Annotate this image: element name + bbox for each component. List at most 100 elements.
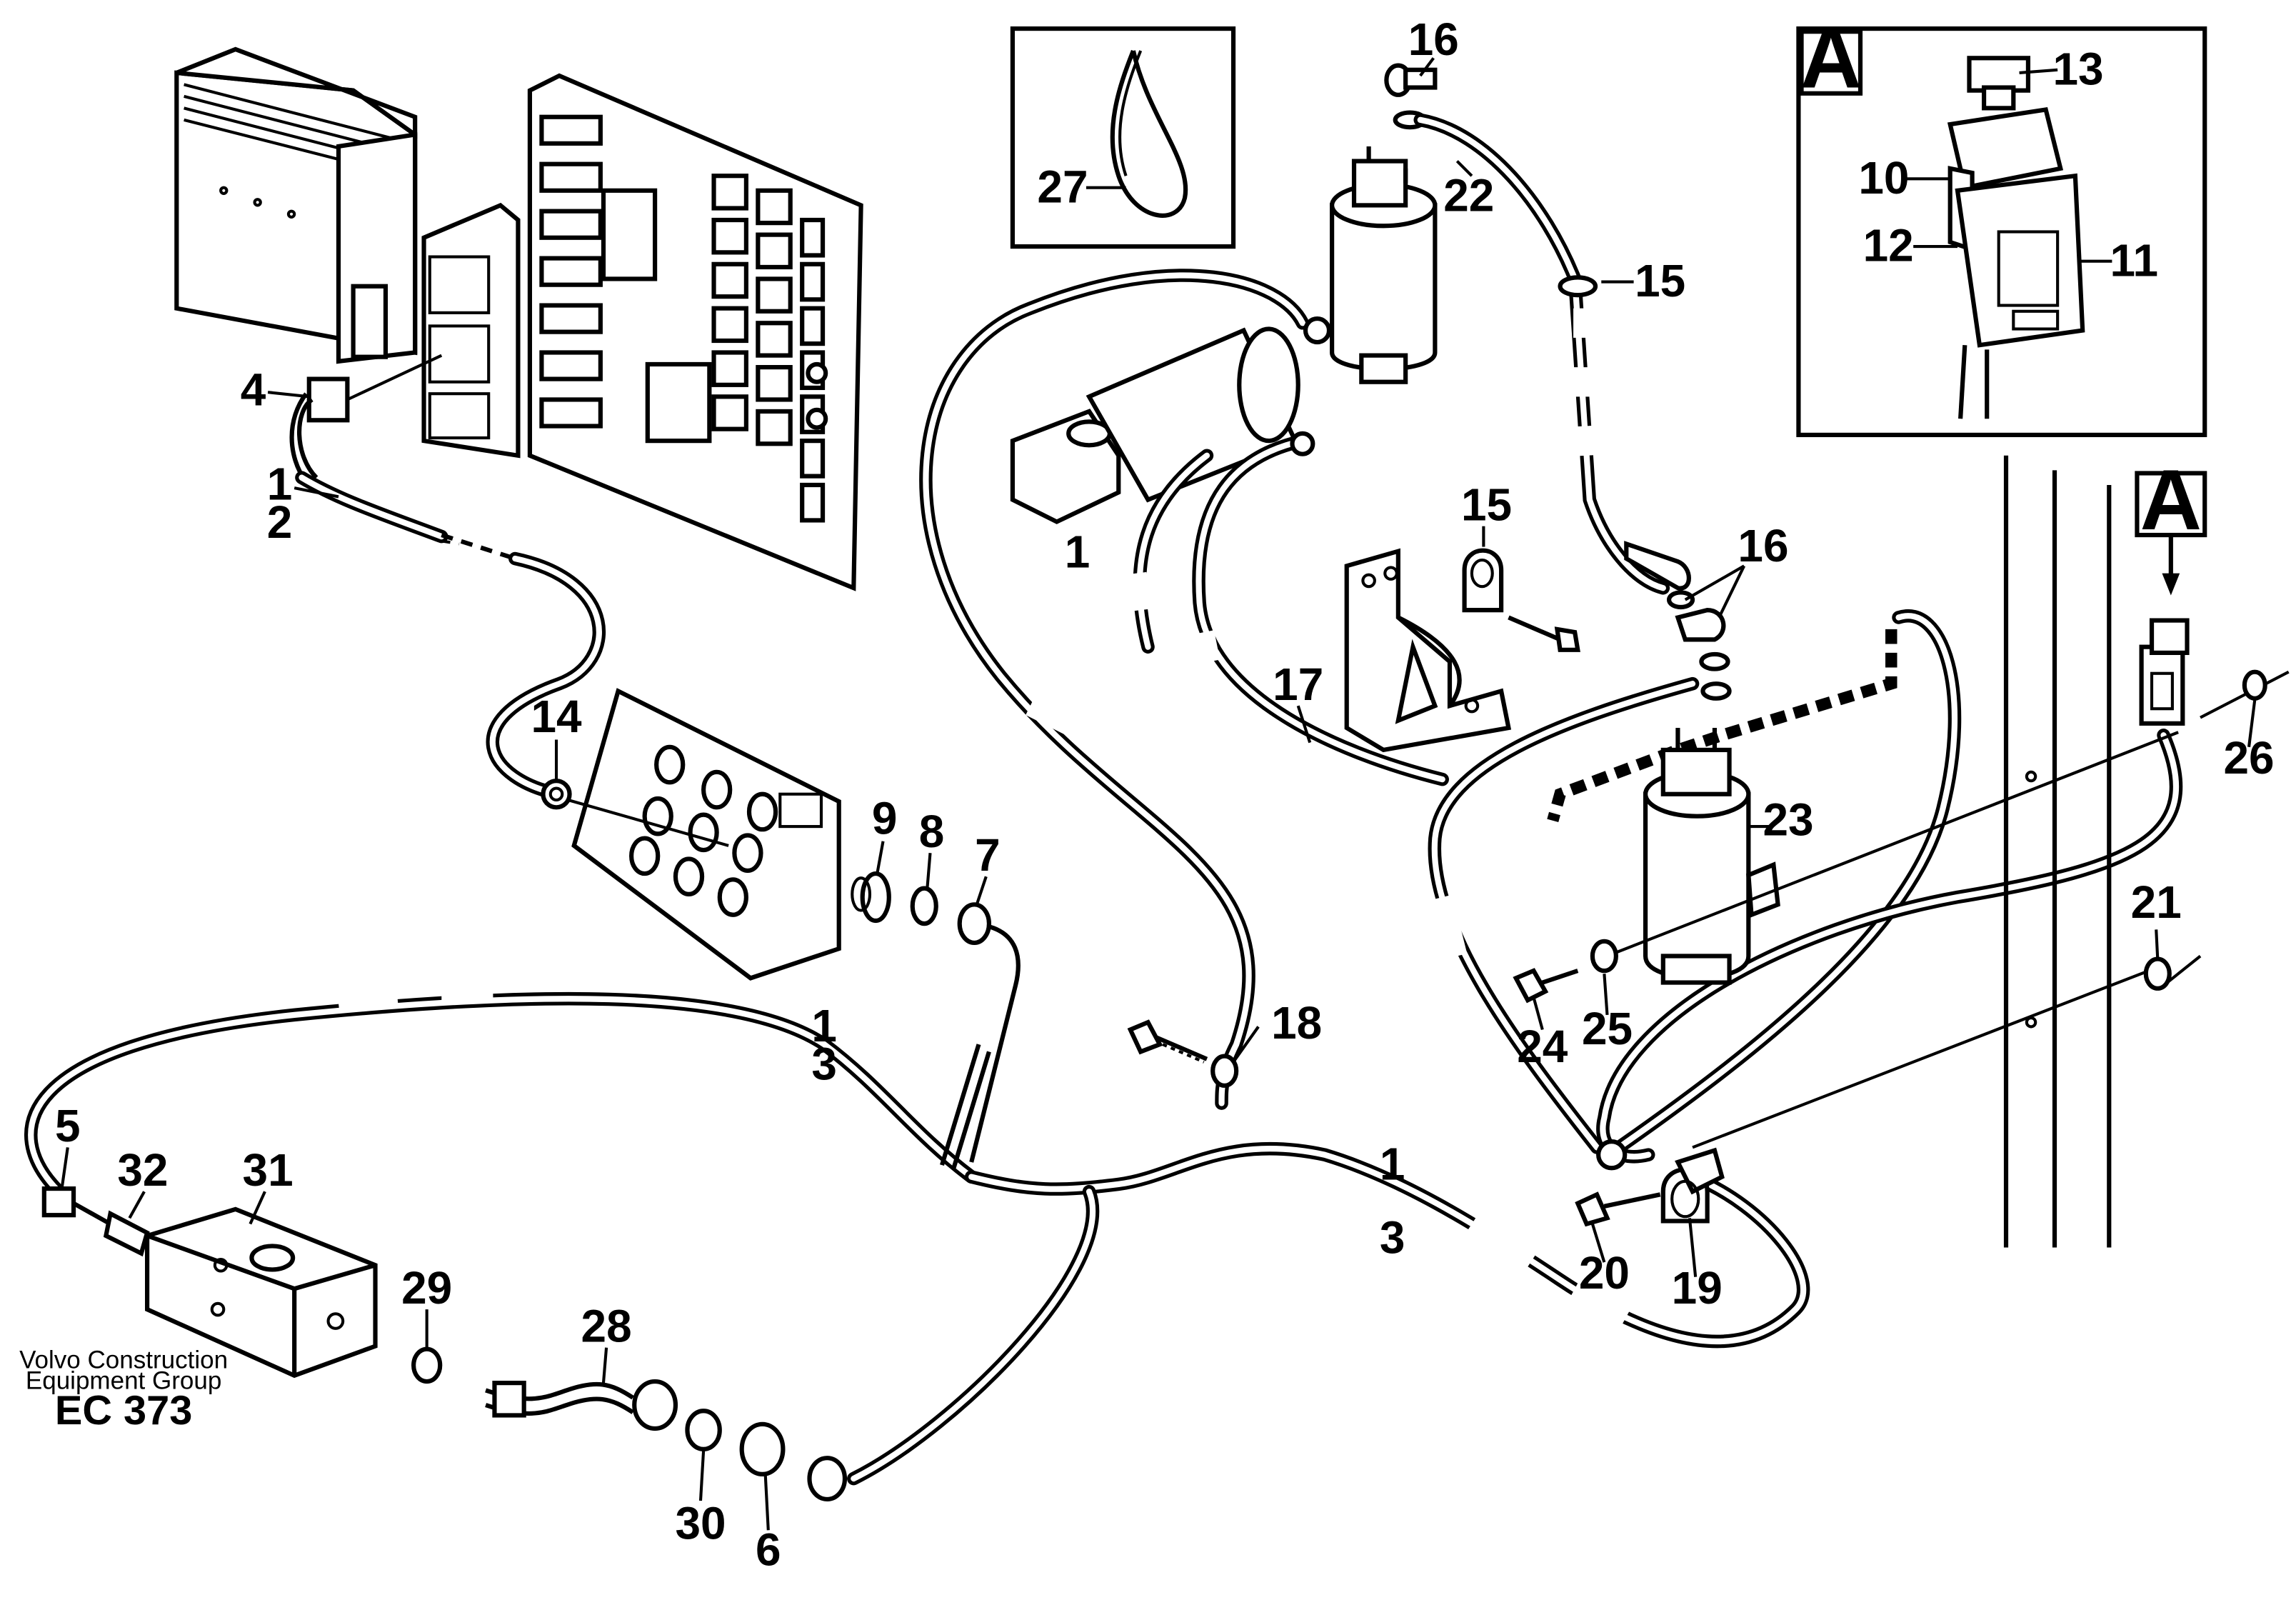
callout-23: 23 — [1763, 794, 1813, 845]
sender-28 — [485, 1379, 678, 1431]
callout-8: 8 — [919, 806, 945, 857]
callout-13: 13 — [2052, 43, 2103, 94]
relay-slot — [539, 161, 603, 193]
callout-4: 4 — [241, 364, 266, 416]
relay — [711, 350, 748, 387]
fuse-slot — [800, 482, 826, 523]
bolt-18 — [1127, 1019, 1239, 1088]
clamp-19 — [1660, 1147, 1725, 1224]
callout-15-top: 15 — [1635, 255, 1685, 306]
relay-slot — [539, 397, 603, 429]
gauge-hole — [688, 812, 719, 853]
relay-slot — [539, 350, 603, 381]
sensor-32 — [103, 1210, 150, 1257]
callout-26: 26 — [2224, 732, 2275, 784]
gauge-hole — [746, 791, 778, 832]
callout-7: 7 — [975, 829, 1001, 881]
relay — [756, 276, 793, 314]
cable-tie-detail — [1010, 26, 1236, 249]
callout-32: 32 — [117, 1144, 168, 1196]
callout-30: 30 — [675, 1498, 726, 1549]
connector-A-mounted — [2139, 618, 2190, 726]
detail-A: A — [1796, 11, 2207, 437]
gauge-hole — [732, 833, 763, 874]
callout-11: 11 — [2110, 234, 2159, 286]
callout-28: 28 — [581, 1300, 632, 1351]
company-line-1: Volvo Construction — [19, 1346, 228, 1374]
control-unit — [174, 46, 418, 364]
mounting-bracket — [421, 202, 521, 459]
detail-A-letter: A — [1800, 11, 1862, 106]
relay — [756, 188, 793, 226]
callout-2: 2 — [267, 496, 293, 548]
detail-marker-letter: A — [2140, 453, 2202, 548]
connector-6 — [739, 1421, 848, 1502]
relay-slot — [539, 256, 603, 287]
drawing-code: EC 373 — [55, 1388, 192, 1434]
washer-25 — [1590, 939, 1618, 974]
relay — [711, 394, 748, 431]
relay — [756, 232, 793, 270]
callout-1-top: 1 — [267, 459, 293, 510]
frame-wall — [2003, 455, 2112, 1248]
callout-10: 10 — [1858, 152, 1909, 204]
fuse-slot — [800, 439, 826, 479]
relay-board — [527, 73, 863, 591]
gauge-hole — [717, 877, 748, 917]
connector-9 — [851, 871, 891, 924]
callout-17: 17 — [1273, 659, 1323, 710]
solenoid-22 — [1330, 146, 1438, 384]
callout-1-right: 1 — [1380, 1139, 1405, 1190]
valve-block-31 — [144, 1206, 378, 1379]
terminal-cap-16-right — [1624, 541, 1732, 701]
callout-22: 22 — [1443, 170, 1494, 221]
relay-slot — [539, 303, 603, 334]
callout-3-right: 3 — [1380, 1212, 1405, 1264]
solenoid-23 — [1643, 728, 1780, 985]
relay — [711, 306, 748, 344]
callout-20: 20 — [1579, 1247, 1630, 1299]
relay — [756, 365, 793, 402]
fuse-slot — [800, 306, 826, 346]
pump-motor — [1010, 326, 1300, 524]
bolt-15 — [1508, 615, 1580, 652]
washer-26 — [2242, 669, 2267, 701]
harness-connector-4 — [289, 354, 443, 484]
callout-9: 9 — [872, 792, 898, 844]
callout-29: 29 — [401, 1262, 452, 1314]
bracket-17 — [1344, 548, 1512, 753]
callout-14: 14 — [531, 691, 582, 742]
bolt-20 — [1575, 1139, 1661, 1227]
footer: Volvo Construction Equipment Group EC 37… — [19, 1346, 228, 1434]
relay-slot — [539, 114, 603, 146]
callout-5: 5 — [55, 1100, 81, 1151]
connector-5 — [41, 1186, 112, 1226]
control-panel — [541, 688, 841, 981]
gauge-hole — [673, 856, 705, 896]
gauge-hole — [654, 744, 686, 785]
connector-7 — [957, 902, 1021, 1163]
gauge-hole — [701, 769, 733, 810]
relay — [756, 321, 793, 358]
relay — [711, 174, 748, 211]
seal-30 — [685, 1409, 722, 1451]
relay — [711, 261, 748, 299]
gauge-hole — [629, 836, 661, 876]
washer-21 — [2143, 956, 2172, 991]
callout-1-pump: 1 — [1065, 526, 1091, 577]
fuse-slot — [800, 261, 826, 302]
callout-16-top: 16 — [1408, 14, 1459, 65]
callout-15: 15 — [1461, 479, 1512, 530]
washer-29 — [411, 1346, 443, 1384]
callout-27: 27 — [1037, 161, 1088, 212]
company-line-2: Equipment Group — [26, 1366, 221, 1394]
leader-lines — [60, 57, 2257, 1531]
callout-12: 12 — [1863, 220, 1914, 271]
relay — [711, 217, 748, 255]
detail-marker-A: A — [2135, 453, 2207, 596]
bolt-24 — [1513, 968, 1579, 1004]
callout-labels: 4 1 2 14 9 8 7 1 3 5 32 31 29 28 30 6 27… — [55, 14, 2275, 1575]
callout-31: 31 — [243, 1144, 294, 1196]
callout-19: 19 — [1672, 1262, 1723, 1314]
